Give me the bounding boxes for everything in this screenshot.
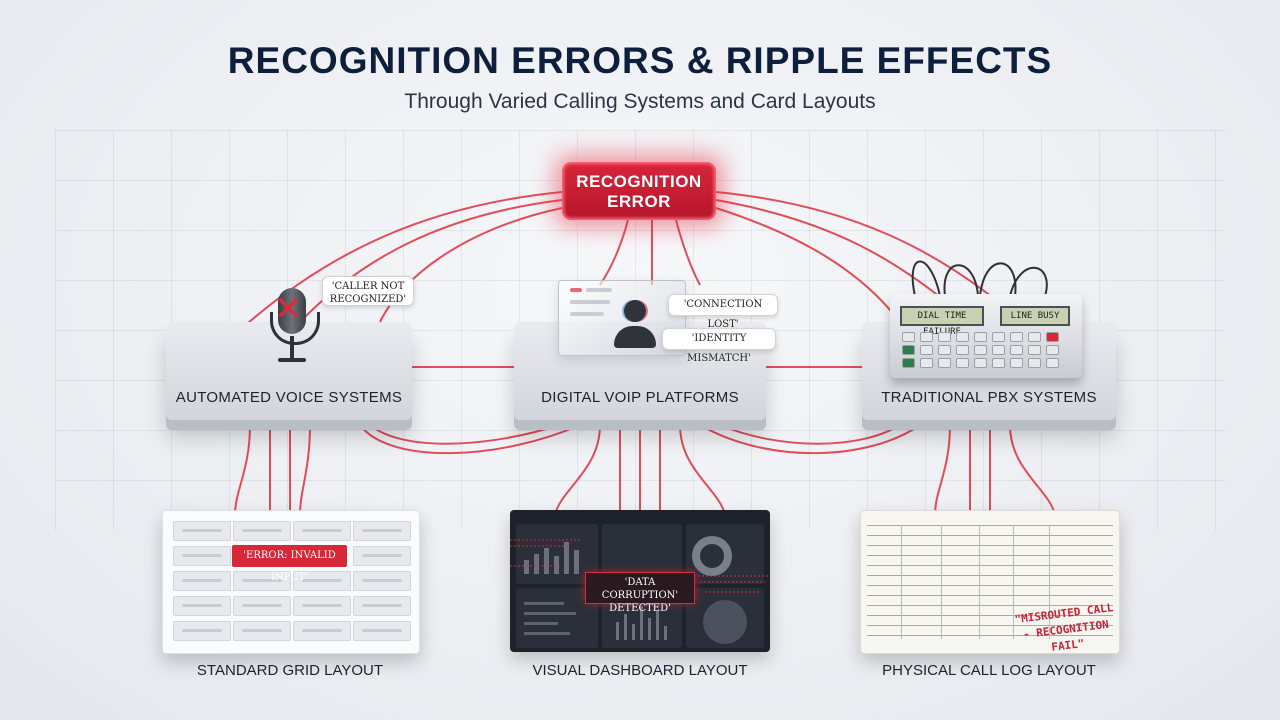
- grid-cell: [293, 571, 351, 591]
- pbx-key: [974, 332, 987, 342]
- pbx-key: [992, 332, 1005, 342]
- pbx-key: [974, 358, 987, 368]
- callout-data-corruption: 'DATA CORRUPTION' DETECTED': [585, 572, 695, 614]
- layout-label: PHYSICAL CALL LOG LAYOUT: [882, 662, 1096, 679]
- layout-label: VISUAL DASHBOARD LAYOUT: [532, 662, 748, 679]
- grid-cell: [233, 596, 291, 616]
- pbx-key: [956, 358, 969, 368]
- pbx-key: [938, 332, 951, 342]
- log-column-line: [941, 525, 942, 639]
- grid-cell: [173, 621, 231, 641]
- pbx-key: [1010, 358, 1023, 368]
- callout-caller-not-recognized: 'CALLER NOT RECOGNIZED': [322, 276, 414, 306]
- pbx-key: [920, 345, 933, 355]
- pbx-key: [920, 358, 933, 368]
- callout-error-invalid-input: 'ERROR: INVALID INPUT': [232, 545, 347, 583]
- pbx-screen-left: DIAL TIME FAILURE: [900, 306, 984, 337]
- log-column-line: [1049, 525, 1050, 639]
- recognition-error-node: RECOGNITION ERROR: [562, 162, 716, 220]
- card-physical-call-log: [860, 510, 1120, 654]
- pbx-screen-right: LINE BUSY: [1000, 306, 1070, 326]
- card-standard-grid: [162, 510, 420, 654]
- grid-cell: [233, 621, 291, 641]
- pbx-key: [938, 345, 951, 355]
- log-column-line: [901, 525, 902, 639]
- grid-cell: [353, 521, 411, 541]
- log-row-line: [867, 555, 1113, 556]
- grid-cell: [173, 546, 231, 566]
- pbx-key: [902, 332, 915, 342]
- platform-label: AUTOMATED VOICE SYSTEMS: [175, 389, 403, 406]
- pbx-key: [902, 345, 915, 355]
- log-row-line: [867, 575, 1113, 576]
- log-row-line: [867, 595, 1113, 596]
- pbx-key: [992, 345, 1005, 355]
- card-visual-dashboard: [510, 510, 770, 652]
- log-row-line: [867, 625, 1113, 626]
- log-row-line: [867, 535, 1113, 536]
- grid-cell: [173, 521, 231, 541]
- grid-cell: [233, 521, 291, 541]
- pbx-key: [1028, 358, 1041, 368]
- grid-cell: [353, 596, 411, 616]
- log-row-line: [867, 525, 1113, 526]
- grid-cell: [293, 621, 351, 641]
- pbx-key: [1046, 345, 1059, 355]
- page-subtitle: Through Varied Calling Systems and Card …: [404, 90, 876, 113]
- avatar: [624, 300, 646, 322]
- pbx-key: [920, 332, 933, 342]
- log-column-line: [1013, 525, 1014, 639]
- pbx-key: [992, 358, 1005, 368]
- pbx-key: [1010, 332, 1023, 342]
- grid-cell: [293, 596, 351, 616]
- grid-cell: [293, 521, 351, 541]
- callout-identity-mismatch: 'IDENTITY MISMATCH': [662, 328, 776, 364]
- platform-label: DIGITAL VOIP PLATFORMS: [541, 389, 739, 406]
- dashboard-graphics: [510, 536, 770, 644]
- layout-label: STANDARD GRID LAYOUT: [196, 662, 384, 679]
- log-row-line: [867, 585, 1113, 586]
- pbx-key: [1028, 345, 1041, 355]
- log-row-line: [867, 635, 1113, 636]
- log-row-line: [867, 565, 1113, 566]
- pbx-key: [956, 332, 969, 342]
- log-row-line: [867, 615, 1113, 616]
- grid-cell: [353, 546, 411, 566]
- grid-cell: [233, 571, 291, 591]
- page-title: RECOGNITION ERRORS & RIPPLE EFFECTS: [227, 40, 1053, 81]
- log-row-line: [867, 545, 1113, 546]
- callout-connection-lost: 'CONNECTION LOST': [668, 294, 778, 330]
- grid-cell: [353, 571, 411, 591]
- pbx-key: [1010, 345, 1023, 355]
- pbx-key: [974, 345, 987, 355]
- pbx-key: [938, 358, 951, 368]
- pbx-key: [1046, 332, 1059, 342]
- grid-cell: [173, 571, 231, 591]
- pbx-key: [1028, 332, 1041, 342]
- pbx-key: [1046, 358, 1059, 368]
- grid-cell: [173, 596, 231, 616]
- log-column-line: [979, 525, 980, 639]
- platform-label: TRADITIONAL PBX SYSTEMS: [881, 389, 1097, 406]
- pbx-key: [902, 358, 915, 368]
- pbx-key: [956, 345, 969, 355]
- grid-cell: [353, 621, 411, 641]
- log-row-line: [867, 605, 1113, 606]
- dashboard-panel: [516, 588, 598, 648]
